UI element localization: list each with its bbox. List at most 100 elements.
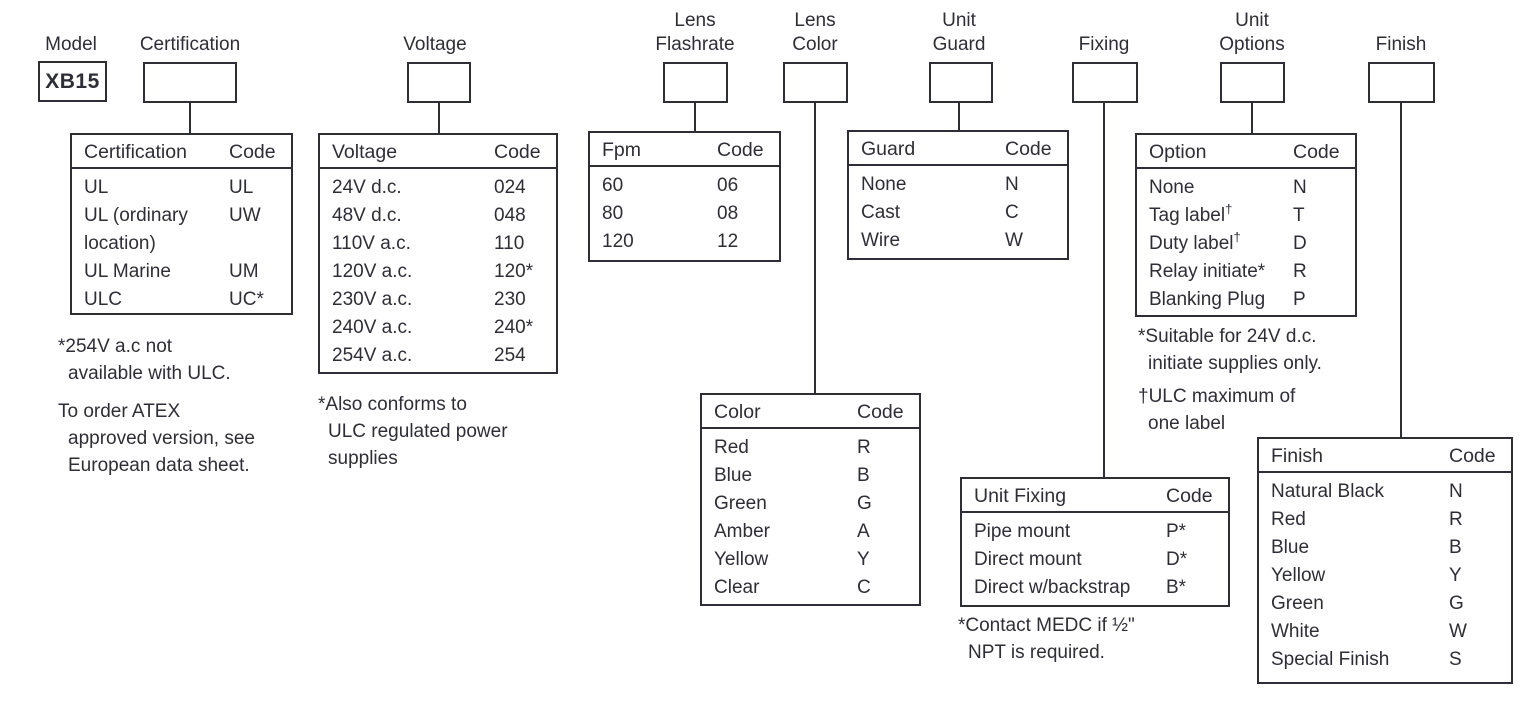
table-row: 48V d.c. 048	[332, 202, 546, 230]
row-label: Duty label†	[1149, 229, 1241, 254]
row-code: B	[1449, 537, 1462, 558]
row-code: D*	[1166, 549, 1188, 570]
table-rows: None N Cast C Wire W	[849, 166, 1067, 255]
row-code: 240*	[494, 317, 534, 338]
table-row: Green G	[714, 490, 909, 518]
row-label: None	[861, 174, 907, 195]
row-code: P	[1293, 289, 1306, 310]
column-label-lens-flashrate: Lens Flashrate	[655, 10, 735, 55]
table-row: Green G	[1271, 590, 1501, 618]
row-code: P*	[1166, 521, 1187, 542]
table-row: ULC UC*	[84, 286, 281, 314]
row-code: R	[1449, 509, 1463, 530]
connector-lens-color	[814, 102, 816, 394]
row-code: D	[1293, 233, 1307, 254]
column-label-lens-color: Lens Color	[792, 10, 838, 55]
unit-guard-code-box	[929, 62, 993, 103]
row-label: 80	[602, 203, 624, 224]
table-header-label: Unit Fixing	[974, 485, 1067, 507]
table-row: None N	[861, 171, 1057, 199]
row-label: Blue	[1271, 537, 1310, 558]
row-label: Tag label†	[1149, 201, 1233, 226]
voltage-note: *Also conforms to ULC regulated power su…	[318, 394, 508, 469]
row-code: N	[1293, 177, 1307, 198]
voltage-table: Voltage Code 24V d.c. 024 48V d.c. 048 1…	[318, 133, 558, 374]
table-row: None N	[1149, 174, 1345, 202]
row-label: Yellow	[714, 549, 769, 570]
certification-note-1: *254V a.c not available with ULC.	[58, 336, 231, 384]
row-label: Direct w/backstrap	[974, 577, 1131, 598]
table-header-label: Option	[1149, 141, 1207, 163]
column-label-unit-guard: Unit Guard	[932, 10, 986, 55]
table-header-label: Certification	[84, 141, 187, 163]
row-label: Blue	[714, 465, 753, 486]
finish-table: Finish Code Natural Black N Red R Blue B…	[1257, 437, 1513, 684]
connector-voltage	[438, 102, 440, 134]
table-rows: UL UL UL (ordinary location) UW UL Marin…	[72, 169, 291, 314]
table-row: Yellow Y	[1271, 562, 1501, 590]
row-label: Red	[1271, 509, 1306, 530]
table-row: 230V a.c. 230	[332, 286, 546, 314]
table-header-code: Code	[857, 401, 904, 423]
row-code: G	[1449, 593, 1464, 614]
row-label: Pipe mount	[974, 521, 1071, 542]
row-label: 120V a.c.	[332, 261, 413, 282]
row-code: S	[1449, 649, 1462, 670]
row-label: Amber	[714, 521, 770, 542]
table-row: Direct w/backstrap B*	[974, 574, 1218, 602]
row-code: 06	[717, 175, 739, 196]
row-code: W	[1449, 621, 1467, 642]
table-rows: None N Tag label† T Duty label† D Relay …	[1137, 169, 1355, 314]
table-row: 60 06	[602, 172, 769, 200]
table-row: 120 12	[602, 228, 769, 256]
column-label-certification: Certification	[139, 34, 241, 55]
row-label: Special Finish	[1271, 649, 1390, 670]
flashrate-table: Fpm Code 60 06 80 08 120 12	[588, 131, 781, 262]
row-label: 230V a.c.	[332, 289, 413, 310]
table-row: 120V a.c. 120*	[332, 258, 546, 286]
row-code: C	[857, 577, 871, 598]
table-header: Voltage Code	[320, 135, 556, 169]
row-label: UL (ordinary location)	[84, 205, 188, 254]
table-header: Finish Code	[1259, 439, 1511, 473]
row-label: 110V a.c.	[332, 233, 411, 254]
row-code: C	[1005, 202, 1019, 223]
row-label: ULC	[84, 289, 123, 310]
table-row: Amber A	[714, 518, 909, 546]
table-header-code: Code	[1293, 141, 1340, 163]
fixing-note: *Contact MEDC if ½" NPT is required.	[958, 615, 1135, 663]
connector-finish	[1400, 102, 1402, 438]
row-label: 120	[602, 231, 634, 252]
row-code: B	[857, 465, 870, 486]
table-row: Blue B	[1271, 534, 1501, 562]
row-label: 60	[602, 175, 624, 196]
table-header-label: Color	[714, 401, 761, 423]
row-code: A	[857, 521, 870, 542]
row-label: Yellow	[1271, 565, 1326, 586]
row-code: B*	[1166, 577, 1187, 598]
table-row: 240V a.c. 240*	[332, 314, 546, 342]
voltage-code-box	[407, 62, 471, 103]
table-header-code: Code	[1005, 138, 1052, 160]
row-label: Blanking Plug	[1149, 289, 1266, 310]
table-row: 254V a.c. 254	[332, 342, 546, 370]
table-header: Certification Code	[72, 135, 291, 169]
options-table: Option Code None N Tag label† T Duty lab…	[1135, 133, 1357, 317]
table-row: 24V d.c. 024	[332, 174, 546, 202]
table-rows: Natural Black N Red R Blue B Yellow Y Gr…	[1259, 473, 1511, 674]
fixing-code-box	[1072, 62, 1138, 103]
row-label: Relay initiate*	[1149, 261, 1266, 282]
table-header-label: Voltage	[332, 141, 398, 163]
table-row: Blanking Plug P	[1149, 286, 1345, 314]
table-header-code: Code	[1449, 445, 1496, 467]
row-code: W	[1005, 230, 1023, 251]
connector-fixing	[1103, 102, 1105, 478]
row-label: Clear	[714, 577, 760, 598]
connector-certification	[189, 102, 191, 134]
model-label: Model	[45, 34, 97, 55]
row-label: Green	[1271, 593, 1324, 614]
row-label: UL	[84, 177, 109, 198]
table-header: Unit Fixing Code	[962, 479, 1228, 513]
table-row: Tag label† T	[1149, 202, 1345, 230]
